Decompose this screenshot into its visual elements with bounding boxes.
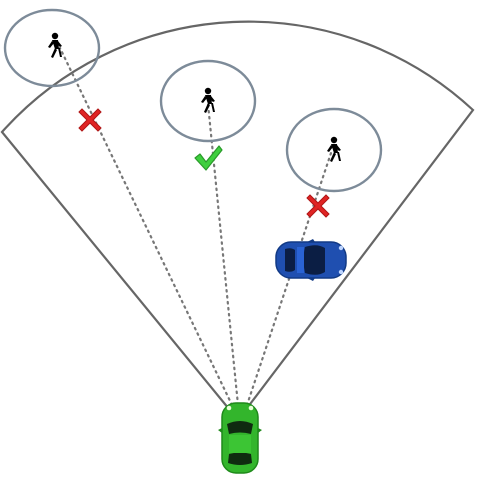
walking-person-icon [48, 32, 62, 58]
cross-icon [306, 194, 330, 218]
ego-vehicle [218, 402, 262, 474]
occluding-vehicle [275, 239, 347, 281]
pedestrian-center [159, 59, 257, 143]
pedestrian-ring [285, 107, 383, 193]
sight-line-left [58, 46, 234, 407]
pedestrian-right [285, 107, 383, 193]
cross-icon [78, 108, 102, 132]
pedestrian-ring [159, 59, 257, 143]
check-icon [194, 145, 223, 171]
pedestrian-left [3, 8, 101, 88]
pedestrian-ring [3, 8, 101, 88]
